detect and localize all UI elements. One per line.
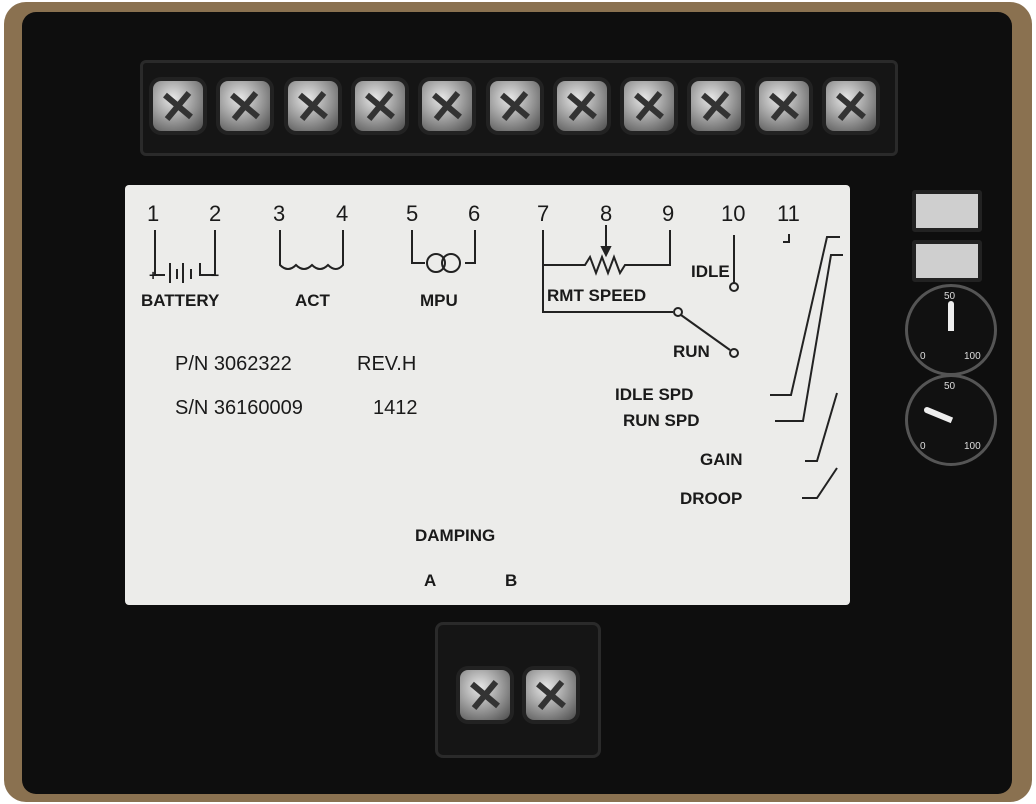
dial-scale-min: 0 (920, 441, 926, 452)
battery-symbol (154, 230, 216, 283)
damping-a-label: A (424, 571, 437, 590)
dial-scale-mid: 50 (944, 381, 956, 392)
actuator-coil-symbol (279, 230, 344, 270)
top-terminal-strip (140, 60, 898, 156)
terminal-number: 6 (468, 201, 481, 226)
droop-label: DROOP (680, 489, 743, 508)
terminal-screw-1[interactable] (153, 81, 203, 131)
dial-pointer (948, 301, 954, 331)
idle-label: IDLE (691, 262, 730, 281)
plus-sign: + (149, 267, 158, 283)
rmt-speed-label: RMT SPEED (547, 286, 647, 305)
minus-sign: − (211, 267, 220, 283)
terminal-number: 10 (721, 201, 746, 226)
idle-spd-trim-pot[interactable] (912, 190, 982, 232)
gain-dial[interactable]: 50 0 100 (905, 284, 997, 376)
terminal-number: 9 (662, 201, 675, 226)
idle-spd-label: IDLE SPD (615, 385, 694, 404)
terminal-screw-8[interactable] (624, 81, 675, 131)
terminal-screw-6[interactable] (489, 81, 540, 131)
battery-label: BATTERY (141, 291, 220, 310)
dial-scale-max: 100 (964, 441, 981, 452)
terminal-screw-9[interactable] (691, 81, 742, 131)
terminal-screw-4[interactable] (354, 81, 405, 131)
terminal-screw-3[interactable] (287, 81, 338, 131)
terminal-screw-10[interactable] (758, 81, 809, 131)
serial-number: S/N 36160009 (175, 397, 303, 419)
damping-label: DAMPING (415, 526, 496, 545)
terminal-screw-11[interactable] (826, 81, 876, 131)
wiring-label: 1 2 3 4 5 6 7 8 9 10 11 + − BATTERY ACT … (125, 185, 850, 605)
revision: REV.H (357, 353, 417, 375)
damping-terminal-block (435, 622, 601, 758)
terminal-number: 8 (600, 201, 613, 226)
act-label: ACT (295, 291, 330, 310)
dial-scale-mid: 50 (944, 291, 956, 302)
terminal-number: 3 (273, 201, 286, 226)
terminal-number: 7 (537, 201, 550, 226)
terminal-number: 2 (209, 201, 222, 226)
droop-dial[interactable]: 50 0 100 (905, 374, 997, 466)
run-spd-trim-pot[interactable] (912, 240, 982, 282)
damping-b-label: B (505, 571, 518, 590)
date-code: 1412 (373, 397, 418, 419)
dial-pointer (923, 406, 954, 424)
terminal-screw-2[interactable] (220, 81, 271, 131)
dial-scale-max: 100 (964, 351, 981, 362)
rmt-speed-potentiometer-symbol (542, 230, 673, 313)
part-number: P/N 3062322 (175, 353, 292, 375)
terminal-number: 4 (336, 201, 349, 226)
run-label: RUN (673, 342, 710, 361)
terminal-screw-7[interactable] (556, 81, 607, 131)
mpu-label: MPU (420, 291, 458, 310)
terminal-number: 1 (147, 201, 160, 226)
run-spd-label: RUN SPD (623, 411, 700, 430)
terminal-screw-5[interactable] (422, 81, 473, 131)
dial-scale-min: 0 (920, 351, 926, 362)
terminal-screw-b[interactable] (526, 670, 576, 720)
terminal-number: 11 (777, 201, 800, 226)
wiring-diagram (154, 225, 843, 499)
gain-label: GAIN (700, 450, 743, 469)
terminal-number: 5 (406, 201, 419, 226)
terminal-screw-a[interactable] (460, 670, 510, 720)
mpu-symbol (411, 230, 476, 264)
